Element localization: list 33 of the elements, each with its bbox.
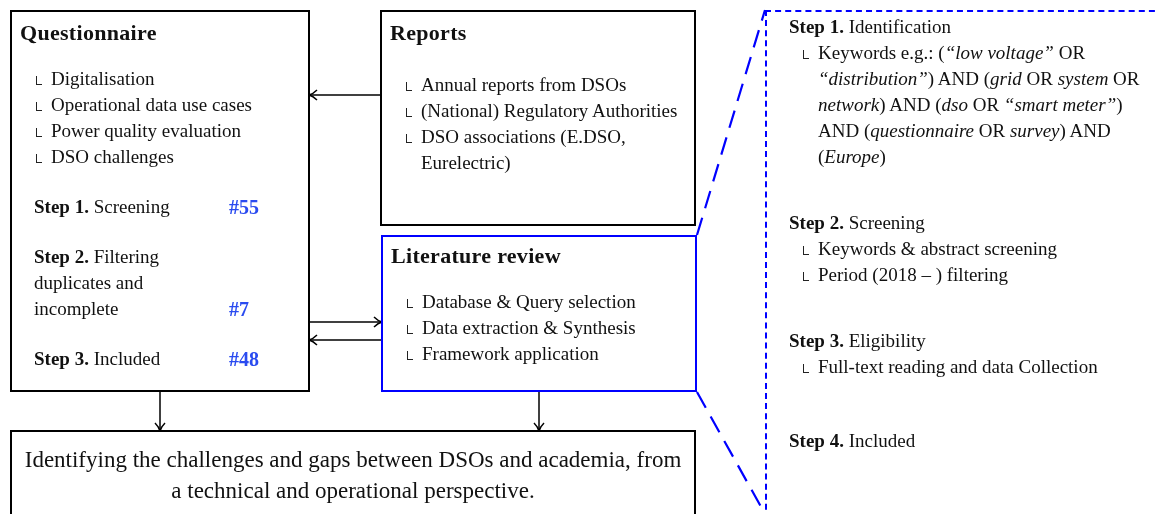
step-text: Step 2. Filtering duplicates and incomplete bbox=[34, 245, 161, 321]
count-label: #7 bbox=[229, 297, 249, 322]
step-heading: Step 1. Identification bbox=[789, 15, 952, 39]
list-item-text: Database & Query selection bbox=[422, 290, 636, 314]
list-item-text: Keywords e.g.: (“low voltage” OR “distribution”) AND (grid OR system OR network) AND (dso OR “smart meter”) AND (questionnaire OR survey) AND (Europe) bbox=[818, 41, 1141, 169]
process-box bbox=[380, 10, 696, 226]
step-heading: Step 4. Included bbox=[789, 429, 917, 453]
list-item-text: Digitalisation bbox=[51, 67, 155, 91]
step-text: Step 1. Screening bbox=[34, 195, 171, 219]
step-heading: Step 2. Screening bbox=[789, 211, 926, 235]
process-box bbox=[381, 235, 697, 392]
box-title: Reports bbox=[390, 20, 468, 46]
list-item-text: Full-text reading and data Collection bbox=[818, 355, 1098, 379]
result-box bbox=[10, 430, 696, 514]
list-item-text: DSO challenges bbox=[51, 145, 174, 169]
list-item-text: Operational data use cases bbox=[51, 93, 252, 117]
list-item-text: DSO associations (E.DSO, Eurelectric) bbox=[421, 125, 627, 175]
count-label: #48 bbox=[229, 347, 259, 372]
box-title: Literature review bbox=[391, 243, 562, 269]
list-item-text: (National) Regulatory Authorities bbox=[421, 99, 678, 123]
conclusion-text: Identifying the challenges and gaps between DSOs and academia, from a technical and operational perspective. bbox=[23, 446, 683, 505]
list-item-text: Power quality evaluation bbox=[51, 119, 241, 143]
list-item-text: Period (2018 – ) filtering bbox=[818, 263, 1008, 287]
zoom-line bbox=[695, 9, 767, 236]
count-label: #55 bbox=[229, 195, 259, 220]
process-box bbox=[10, 10, 310, 392]
step-text: Step 3. Included bbox=[34, 347, 162, 371]
list-item-text: Annual reports from DSOs bbox=[421, 73, 627, 97]
list-item-text: Data extraction & Synthesis bbox=[422, 316, 636, 340]
list-item-text: Framework application bbox=[422, 342, 599, 366]
box-title: Questionnaire bbox=[20, 20, 158, 46]
list-item-text: Keywords & abstract screening bbox=[818, 237, 1057, 261]
step-heading: Step 3. Eligibility bbox=[789, 329, 927, 353]
